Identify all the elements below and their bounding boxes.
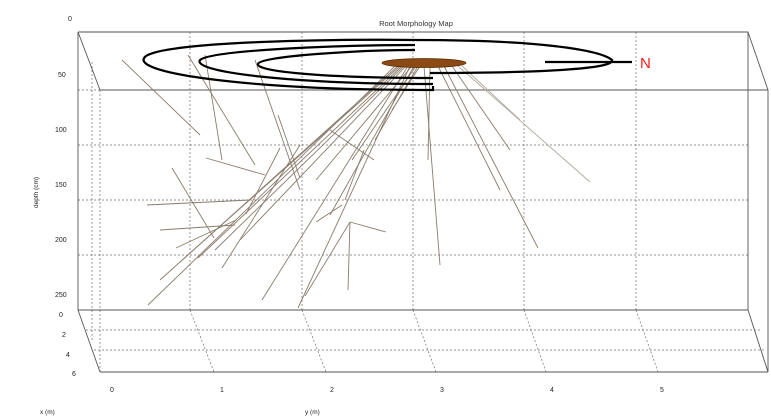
root-segment (261, 65, 409, 301)
depth-tick: 200 (55, 237, 67, 244)
y-tick: 3 (440, 387, 444, 394)
root-segment (315, 65, 413, 181)
root-segment (214, 65, 405, 251)
root-segment (427, 65, 431, 161)
root-segment (175, 219, 237, 249)
root-segment (347, 221, 351, 291)
root-segment (205, 157, 266, 176)
tree-trunk (381, 58, 467, 68)
root-segment (204, 54, 223, 161)
y-tick: 1 (220, 387, 224, 394)
root-segment (245, 147, 281, 215)
x-axis-label: x (m) (40, 409, 55, 416)
y-axis-label: y (m) (305, 409, 320, 416)
root-segment (304, 221, 351, 297)
root-segment (391, 65, 421, 111)
x-tick: 0 (59, 312, 63, 319)
root-segment (315, 204, 343, 223)
root-segment (277, 114, 301, 179)
depth-tick: 50 (58, 72, 66, 79)
depth-axis-label: depth (cm) (33, 177, 40, 208)
depth-tick: 250 (55, 292, 67, 299)
y-tick: 4 (550, 387, 554, 394)
root-segment (457, 65, 591, 183)
root-segment (121, 59, 201, 136)
root-segment (443, 65, 539, 249)
root-segment (197, 65, 403, 259)
side-wall-grid (91, 62, 101, 372)
root-segment (171, 167, 215, 239)
root-segment (239, 65, 407, 241)
root-segment (423, 65, 441, 266)
x-tick: 2 (62, 332, 66, 339)
root-segment (451, 65, 511, 151)
root-segment (351, 65, 417, 161)
root-segment (221, 144, 301, 269)
x-tick: 4 (66, 352, 70, 359)
root-segment (329, 129, 375, 161)
y-axis: 0 1 2 3 4 5 y (m) (110, 387, 664, 416)
y-tick: 5 (660, 387, 664, 394)
root-segment (437, 65, 501, 191)
root-segment (349, 221, 387, 233)
y-tick: 0 (110, 387, 114, 394)
depth-tick: 0 (68, 16, 72, 23)
floor-grid (86, 309, 765, 373)
depth-tick: 100 (55, 127, 67, 134)
root-segment (254, 59, 301, 191)
x-axis: 0 2 4 6 x (m) (40, 312, 76, 416)
root-system (121, 54, 591, 309)
plot-box-frame (77, 31, 769, 373)
tree-trunk-rings (142, 38, 632, 92)
root-segment (187, 54, 256, 166)
x-tick: 6 (72, 371, 76, 378)
plot-title: Root Morphology Map (379, 19, 453, 28)
root-segment (146, 199, 251, 206)
depth-axis: 0 50 100 150 200 250 depth (cm) (33, 16, 72, 299)
depth-tick: 150 (55, 182, 67, 189)
y-tick: 2 (330, 387, 334, 394)
north-label: N (640, 55, 651, 72)
root-segment (461, 65, 521, 121)
root-segment (344, 149, 365, 201)
